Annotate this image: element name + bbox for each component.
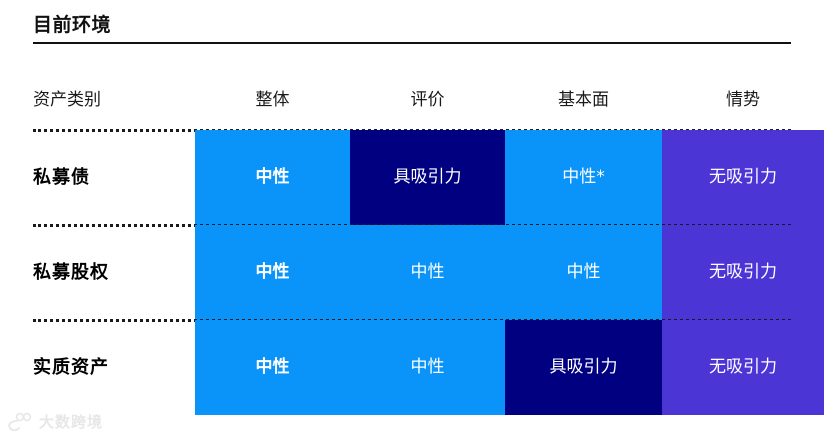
cell-sentiment: 无吸引力 — [662, 320, 824, 415]
cell-sentiment: 无吸引力 — [662, 130, 824, 225]
row-label: 私募债 — [33, 166, 90, 188]
cell-overall: 中性 — [195, 130, 350, 225]
title-block: 目前环境 — [33, 12, 791, 44]
cell-valuation: 中性 — [350, 320, 505, 415]
title-underline — [33, 42, 791, 44]
page-title: 目前环境 — [33, 14, 112, 36]
cell-overall: 中性 — [195, 225, 350, 320]
cell-overall: 中性 — [195, 320, 350, 415]
asset-environment-table: 资产类别 整体 评价 基本面 情势 私募债 中性 具吸引力 中性* 无吸引力 私… — [0, 70, 824, 415]
cell-fundamentals: 具吸引力 — [505, 320, 662, 415]
row-label: 实质资产 — [33, 356, 109, 378]
cell-valuation: 具吸引力 — [350, 130, 505, 225]
watermark: 大数跨境 — [6, 412, 103, 432]
table-row: 实质资产 中性 中性 具吸引力 无吸引力 — [0, 320, 824, 415]
column-header-valuation: 评价 — [410, 89, 445, 110]
column-header-sentiment: 情势 — [726, 89, 760, 110]
cell-fundamentals: 中性 — [505, 225, 662, 320]
row-label: 私募股权 — [33, 261, 109, 283]
paw-logo-icon — [6, 412, 34, 432]
cell-sentiment: 无吸引力 — [662, 225, 824, 320]
cell-fundamentals: 中性* — [505, 130, 662, 225]
table-row: 私募股权 中性 中性 中性 无吸引力 — [0, 225, 824, 322]
column-header-overall: 整体 — [255, 89, 290, 110]
table-row: 私募债 中性 具吸引力 中性* 无吸引力 — [0, 130, 824, 227]
cell-valuation: 中性 — [350, 225, 505, 320]
watermark-text: 大数跨境 — [39, 412, 104, 431]
column-header-fundamentals: 基本面 — [558, 89, 609, 110]
column-header-asset-class: 资产类别 — [33, 89, 101, 110]
table-header-row: 资产类别 整体 评价 基本面 情势 — [0, 70, 824, 132]
